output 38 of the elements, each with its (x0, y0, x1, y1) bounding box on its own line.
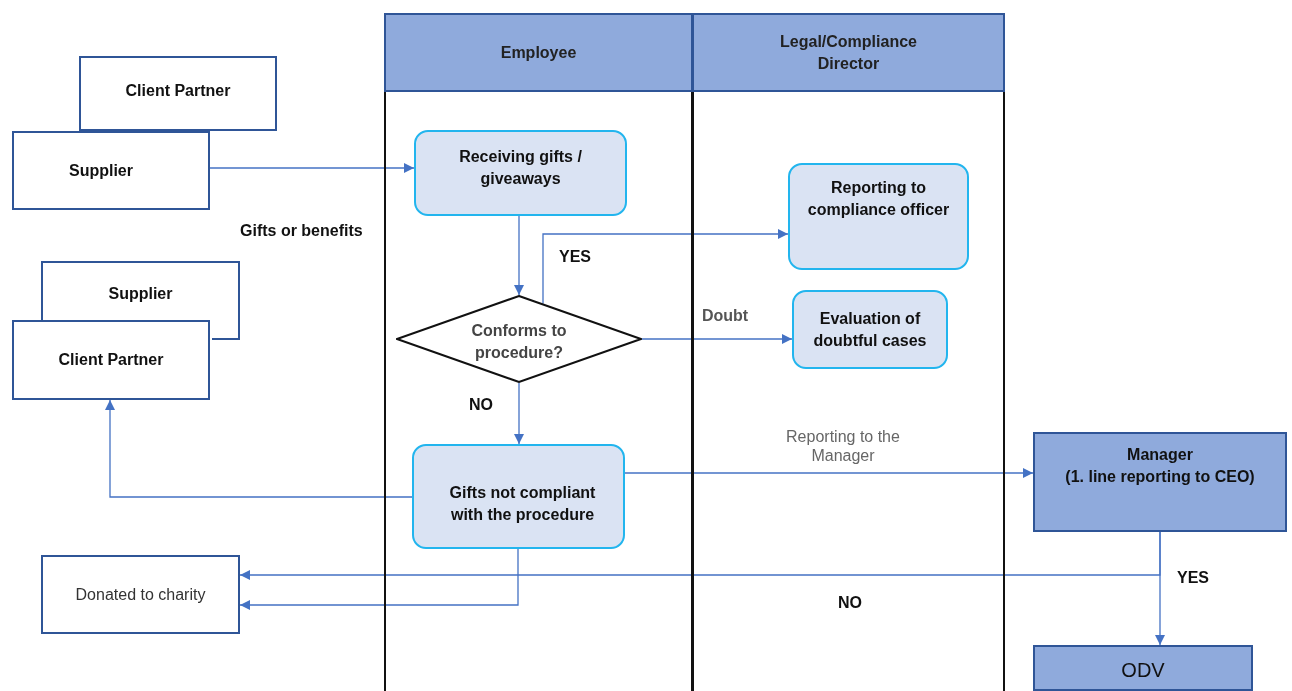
process-box (792, 290, 948, 369)
process-box (412, 444, 625, 549)
node-text: Supplier (69, 160, 133, 181)
node-text: Client Partner (125, 80, 231, 101)
process-box (41, 261, 240, 320)
node-text: Conforms to procedure? (470, 321, 568, 363)
node-text: Supplier (108, 283, 173, 304)
arrow (514, 215, 524, 296)
lane-header: Employee (384, 13, 693, 92)
node-text: Donated to charity (75, 584, 206, 605)
arrow (641, 334, 793, 344)
arrow (514, 382, 524, 445)
process-box (79, 56, 277, 131)
node-text: Receiving gifts / giveaways (458, 147, 583, 189)
arrow (542, 229, 789, 305)
arrow (105, 399, 413, 498)
arrow (239, 548, 519, 610)
swimlane (384, 13, 693, 691)
node-text: Reporting to compliance officer (806, 178, 951, 220)
swimlane (692, 13, 1005, 691)
process-box (12, 131, 210, 210)
arrow (209, 163, 415, 173)
node-text: Gifts not compliant with the procedure (448, 482, 597, 525)
arrow (624, 468, 1034, 478)
node-text: Manager (1127, 445, 1193, 465)
process-box (1033, 432, 1287, 532)
process-box (414, 130, 627, 216)
node-text: Client Partner (58, 350, 164, 371)
arrow (1155, 531, 1165, 646)
node-text: ODV (1121, 658, 1165, 683)
process-box (1033, 645, 1253, 691)
lane-header: Legal/Compliance Director (692, 13, 1005, 92)
node-text: Evaluation of doubtful cases (812, 308, 928, 351)
process-box (12, 320, 210, 400)
note-text: Gifts or benefits (240, 222, 363, 240)
process-box (788, 163, 969, 270)
process-box (41, 555, 240, 634)
node-text: (1. line reporting to CEO) (1065, 466, 1255, 487)
